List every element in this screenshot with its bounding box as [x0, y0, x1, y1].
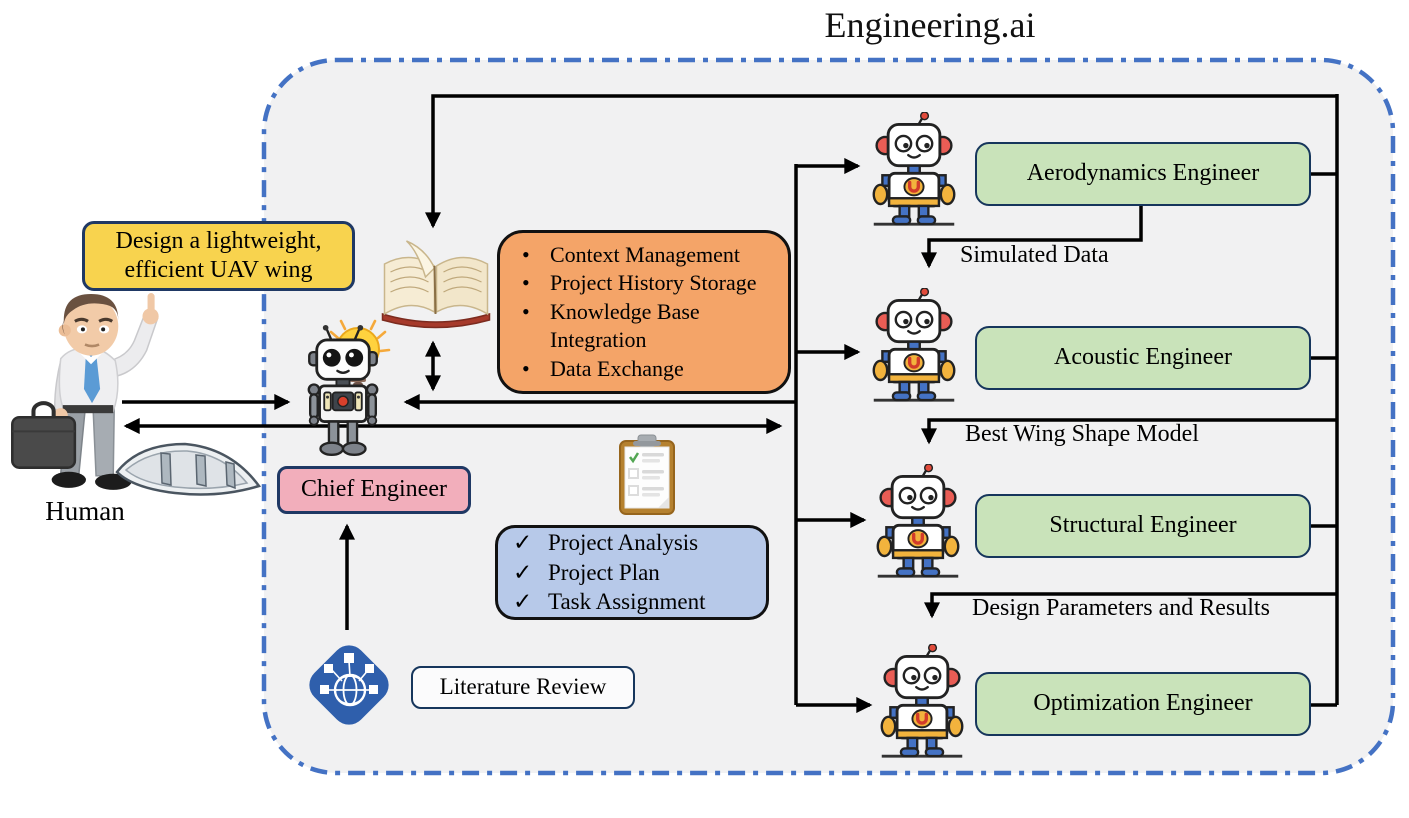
structural-engineer-box: Structural Engineer — [975, 494, 1311, 558]
optimization-engineer-label: Optimization Engineer — [1033, 690, 1253, 717]
chief-robot-icon — [307, 324, 379, 457]
check-glyph: ✓ — [513, 529, 533, 555]
optimization-robot-icon — [880, 644, 964, 758]
flow-label-simulated-data: Simulated Data — [960, 242, 1109, 268]
memory-item: • Project History Storage — [522, 269, 757, 298]
plan-item-text: Task Assignment — [548, 589, 706, 615]
flow-label-best-wing-shape: Best Wing Shape Model — [965, 421, 1199, 447]
memory-item-text: Project History Storage — [550, 270, 757, 296]
memory-item-text: Data Exchange — [550, 355, 684, 381]
bullet-glyph: • — [522, 241, 530, 267]
optimization-engineer-box: Optimization Engineer — [975, 672, 1311, 736]
clipboard-checklist-icon — [619, 434, 675, 515]
memory-functions-box: • Context Management • Project History S… — [497, 230, 791, 394]
human-label: Human — [45, 496, 125, 526]
bullet-glyph: • — [522, 355, 530, 381]
bullet-glyph: • — [522, 298, 530, 324]
flow-label-design-parameters: Design Parameters and Results — [972, 595, 1270, 621]
businessman-icon — [11, 293, 159, 490]
structural-robot-icon — [876, 464, 960, 578]
memory-item-text: Context Management — [550, 241, 741, 267]
acoustic-engineer-box: Acoustic Engineer — [975, 326, 1311, 390]
plan-tasks-box: ✓ Project Analysis ✓ Project Plan ✓ Task… — [495, 525, 769, 620]
plan-item-text: Project Plan — [548, 559, 660, 585]
arrow-aero-to-acoustic — [920, 206, 1143, 269]
aerodynamics-engineer-label: Aerodynamics Engineer — [1026, 160, 1260, 187]
plan-item: ✓ Project Plan — [513, 558, 660, 588]
chief-engineer-box: Chief Engineer — [277, 466, 471, 514]
airfoil-wing-icon — [115, 442, 262, 496]
acoustic-robot-icon — [872, 288, 956, 402]
chief-engineer-label: Chief Engineer — [301, 476, 447, 503]
plan-item: ✓ Project Analysis — [513, 528, 698, 558]
globe-network-icon — [309, 645, 389, 725]
plan-item: ✓ Task Assignment — [513, 587, 705, 617]
aerodynamics-engineer-box: Aerodynamics Engineer — [975, 142, 1311, 206]
memory-item: • Context Management — [522, 241, 740, 270]
memory-item: • Data Exchange — [522, 355, 684, 384]
memory-item: • Knowledge Base Integration — [522, 298, 778, 355]
acoustic-engineer-label: Acoustic Engineer — [1054, 344, 1232, 371]
arrow-feedback-to-memory — [424, 94, 1337, 229]
open-book-icon — [381, 240, 491, 329]
diagram-title: Engineering.ai — [824, 5, 1036, 45]
literature-review-label: Literature Review — [439, 674, 607, 700]
bullet-glyph: • — [522, 270, 530, 296]
arrow-acoustic-to-structural — [920, 418, 1337, 445]
check-glyph: ✓ — [513, 589, 533, 615]
check-glyph: ✓ — [513, 559, 533, 585]
aerodynamics-robot-icon — [872, 112, 956, 226]
design-request-text: Design a lightweight, efficient UAV wing — [115, 227, 322, 283]
plan-item-text: Project Analysis — [548, 529, 699, 555]
memory-item-text: Knowledge Base Integration — [550, 298, 700, 353]
design-request-box: Design a lightweight, efficient UAV wing — [82, 221, 355, 291]
structural-engineer-label: Structural Engineer — [1049, 512, 1237, 539]
literature-review-box: Literature Review — [411, 666, 635, 709]
arrow-structural-to-optimization — [923, 592, 1337, 619]
